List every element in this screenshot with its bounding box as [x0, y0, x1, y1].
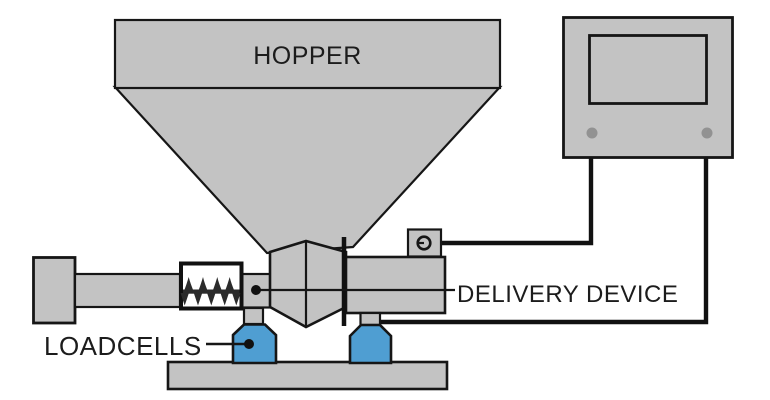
delivery-device-leader	[251, 285, 455, 295]
hopper-band	[113, 18, 502, 90]
loadcells-label: LOADCELLS	[44, 331, 202, 361]
signal-cables	[380, 157, 709, 325]
auger-screw	[180, 277, 241, 306]
loadcells-leader	[206, 339, 254, 349]
delivery-device-label: DELIVERY DEVICE	[457, 281, 679, 308]
delivery-device-leader-dot	[251, 285, 261, 295]
hopper-label: HOPPER	[253, 42, 362, 70]
loadcell-cable	[380, 157, 709, 325]
loadcell-left-neck	[242, 306, 265, 326]
screw-feeder-assembly	[32, 256, 272, 325]
sensor-cable	[440, 157, 594, 246]
base-plate	[166, 360, 449, 391]
drive-motor	[32, 256, 77, 325]
controller-button-right	[701, 127, 713, 139]
hopper	[112, 18, 503, 255]
sensor-box	[406, 228, 443, 258]
delivery-device-body	[268, 239, 348, 329]
loadcell-right-body	[348, 323, 393, 365]
controller-button-left	[586, 127, 598, 139]
loadcells-leader-dot	[244, 339, 254, 349]
feed-tube-left	[73, 272, 182, 309]
loadcell-left-body	[231, 323, 278, 365]
hopper-funnel	[112, 85, 503, 255]
loadcell-right-neck	[359, 311, 382, 327]
controller-screen	[588, 34, 708, 105]
controller-unit	[562, 16, 734, 159]
discharge-tube	[344, 255, 447, 315]
loadcell-left	[231, 306, 278, 365]
loadcell-right	[348, 311, 393, 365]
